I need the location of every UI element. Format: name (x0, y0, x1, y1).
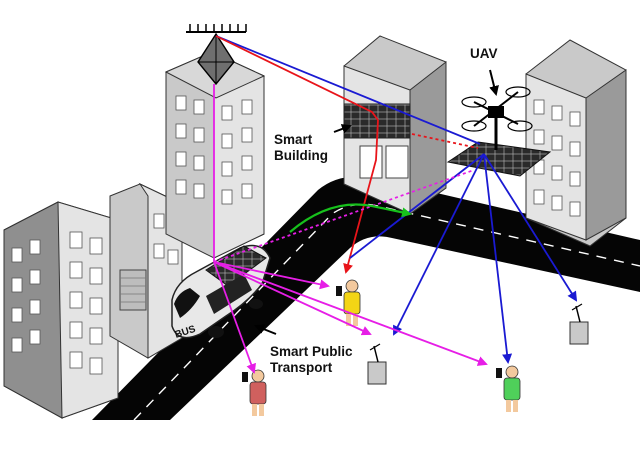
link-uav-user-green (483, 153, 513, 364)
link-bs-uav (215, 35, 481, 145)
smart-transport-label-line1: Smart Public (270, 344, 353, 359)
uav-label: UAV (470, 46, 498, 61)
link-building-user (343, 119, 379, 274)
links (213, 35, 578, 374)
smart-building-label-line1: Smart (274, 132, 313, 147)
uav-drone-icon (461, 86, 533, 150)
base-station-icon (186, 24, 247, 86)
smart-building-label: Smart Building (274, 132, 328, 164)
building-right (525, 39, 627, 247)
link-bs-building (215, 35, 379, 121)
iot-device-icon (569, 303, 589, 345)
iot-device-icon (367, 343, 387, 385)
user-icon (496, 365, 521, 412)
link-uav-iot-1 (393, 153, 485, 336)
link-uav-user-yellow (349, 153, 485, 259)
link-uav-iot-2 (483, 153, 578, 302)
smart-transport-label-line2: Transport (270, 360, 333, 375)
user-icon (336, 279, 361, 326)
user-icon (242, 369, 267, 416)
solar-panel-icon (446, 141, 552, 177)
smart-building-label-line2: Building (274, 148, 328, 163)
building-left (3, 201, 119, 419)
smart-building (343, 35, 447, 215)
bus-route-arrow (289, 203, 412, 233)
smart-transport-label: Smart Public Transport (270, 344, 353, 376)
